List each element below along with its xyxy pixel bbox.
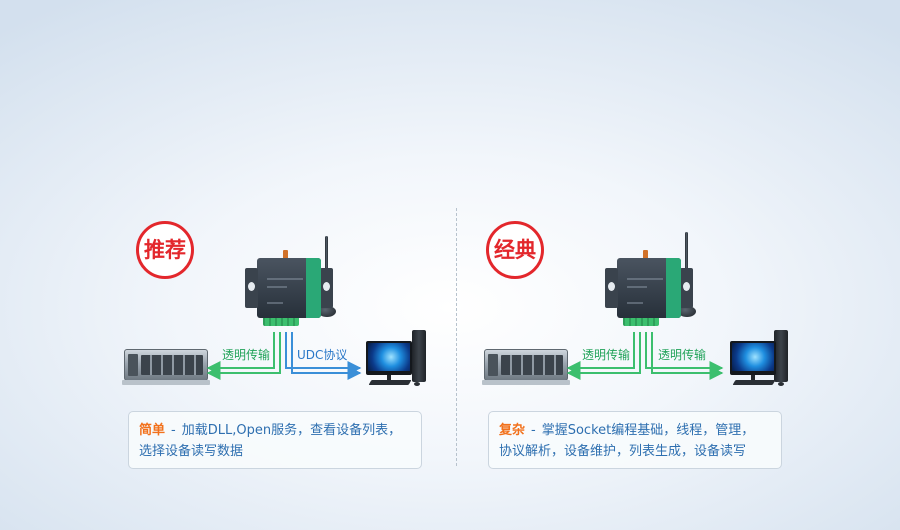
panel-classic: 经典 透明传输 透明传输 复杂- xyxy=(450,0,900,530)
pc-tower-icon xyxy=(774,330,788,382)
dtu-device-icon xyxy=(245,250,333,326)
dtu-device-icon xyxy=(605,250,693,326)
description-line: 加载DLL,Open服务，查看设备列表， xyxy=(181,423,402,438)
panel-divider xyxy=(456,208,457,466)
link-label: 透明传输 xyxy=(222,348,271,362)
panel-recommended: 推荐 透明传输 UDC协议 xyxy=(122,221,426,469)
description-line: 掌握Socket编程基础，线程，管理， xyxy=(541,423,755,438)
link-label: UDC协议 xyxy=(297,348,348,362)
left-flow-arrows xyxy=(206,332,362,380)
mouse-icon xyxy=(778,382,784,386)
link-label: 透明传输 xyxy=(658,348,707,362)
description-title: 简单 xyxy=(139,423,166,438)
description-box: 复杂-掌握Socket编程基础，线程，管理， 协议解析，设备维护，列表生成，设备… xyxy=(488,411,782,469)
link-label: 透明传输 xyxy=(582,348,631,362)
badge-recommended: 推荐 xyxy=(136,221,194,279)
right-flow-arrows xyxy=(566,332,724,380)
mouse-icon xyxy=(414,382,420,386)
server-icon xyxy=(122,349,210,385)
server-icon xyxy=(482,349,570,385)
antenna-base-icon xyxy=(318,306,336,317)
pc-tower-icon xyxy=(412,330,426,382)
description-separator: - xyxy=(171,423,176,438)
description-box: 简单-加载DLL,Open服务，查看设备列表， 选择设备读写数据 xyxy=(128,411,422,469)
description-title: 复杂 xyxy=(499,423,526,438)
description-line: 协议解析，设备维护，列表生成，设备读写 xyxy=(499,444,747,459)
antenna-base-icon xyxy=(678,306,696,317)
description-separator: - xyxy=(531,423,536,438)
badge-classic: 经典 xyxy=(486,221,544,279)
monitor-icon xyxy=(730,341,776,375)
description-line: 选择设备读写数据 xyxy=(139,444,244,459)
monitor-icon xyxy=(366,341,412,375)
